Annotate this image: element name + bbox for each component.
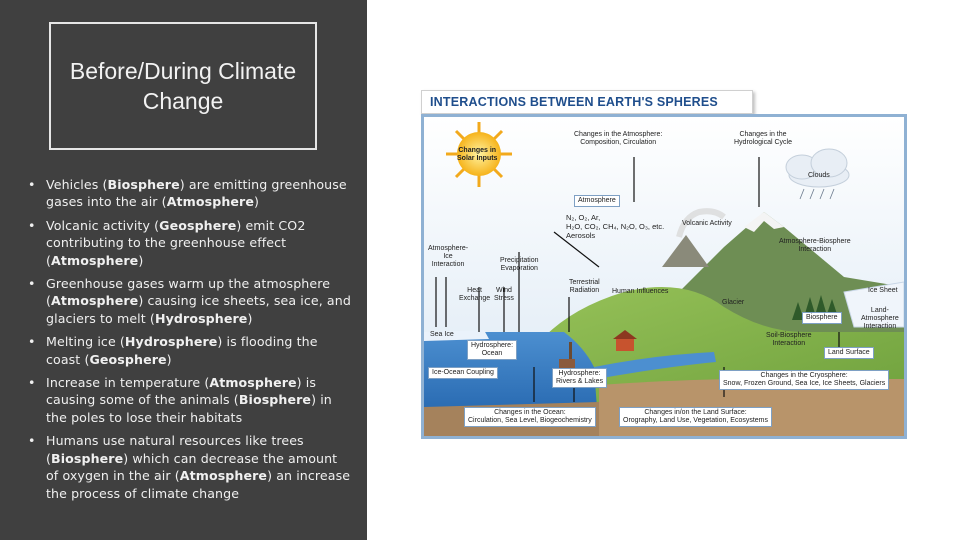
sea-ice-shape xyxy=(424,330,489,341)
bullet-text-run: Greenhouse gases warm up the atmosphere … xyxy=(46,276,331,309)
title-box: Before/During Climate Change xyxy=(49,22,317,150)
bullet-item: Increase in temperature (Atmosphere) is … xyxy=(28,374,353,426)
bullet-sphere-term: Hydrosphere xyxy=(124,334,218,350)
label-glacier: Glacier xyxy=(722,299,745,306)
bullet-sphere-term: Atmosphere xyxy=(209,375,297,391)
ice-sheet-shape xyxy=(843,281,904,328)
house-icon xyxy=(613,330,637,351)
bullet-item: Vehicles (Biosphere) are emitting greenh… xyxy=(28,176,353,211)
slide-title: Before/During Climate Change xyxy=(69,58,297,114)
bullet-text-run: ) are emitting greenhouse gases into the… xyxy=(46,177,347,210)
river xyxy=(594,352,716,379)
bullet-item: Volcanic activity (Geosphere) emit CO2 c… xyxy=(28,217,353,269)
cloud-icon xyxy=(785,148,850,188)
bullet-text-run: ) an increase the process of climate cha… xyxy=(46,468,351,501)
label-biosphere: Biosphere xyxy=(802,312,842,324)
label-ocean-changes: Changes in the Ocean:Circulation, Sea Le… xyxy=(464,407,596,427)
bullet-list: Vehicles (Biosphere) are emitting greenh… xyxy=(28,176,353,508)
sun-icon xyxy=(446,122,512,187)
bullet-sphere-term: Geosphere xyxy=(89,351,167,367)
bullet-text-run: Increase in temperature ( xyxy=(46,375,210,391)
bullet-text-run: ) causing ice sheets, sea ice, and glaci… xyxy=(46,293,351,326)
bullet-text-run: Melting ice ( xyxy=(46,334,125,350)
bullet-text-run: ) is causing some of the animals ( xyxy=(46,375,317,408)
label-land-surface: Land Surface xyxy=(824,347,874,359)
bullet-item: Melting ice (Hydrosphere) is flooding th… xyxy=(28,333,353,368)
label-clouds: Clouds xyxy=(808,172,830,179)
bullet-text-run: ) is flooding the coast ( xyxy=(46,334,318,367)
bullet-sphere-term: Atmosphere xyxy=(179,468,268,484)
bullet-text-run: ) xyxy=(138,252,144,268)
label-changes-atmosphere: Changes in the Atmosphere:Composition, C… xyxy=(574,131,663,146)
earth-spheres-figure: INTERACTIONS BETWEEN EARTH'S SPHERES xyxy=(421,90,911,440)
figure-header: INTERACTIONS BETWEEN EARTH'S SPHERES xyxy=(421,90,753,114)
bullet-item: Greenhouse gases warm up the atmosphere … xyxy=(28,275,353,327)
bullet-sphere-term: Biosphere xyxy=(51,450,124,466)
bullet-sphere-term: Atmosphere xyxy=(51,293,139,309)
bullet-text-run: ) xyxy=(166,351,172,367)
volcano xyxy=(662,235,709,267)
label-land-changes: Changes in/on the Land Surface:Orography… xyxy=(619,407,773,427)
bullet-text-run: ) which can decrease the amount of oxyge… xyxy=(46,450,338,484)
bullet-text-run: Humans use natural resources like trees … xyxy=(46,433,304,466)
bullet-text-run: Vehicles ( xyxy=(46,177,108,192)
label-hydrosphere-rivers: Hydrosphere:Rivers & Lakes xyxy=(552,368,608,388)
bullet-sphere-term: Biosphere xyxy=(238,392,312,408)
label-cryosphere-changes: Changes in the Cryosphere:Snow, Frozen G… xyxy=(719,370,890,390)
label-ice-sheet: Ice Sheet xyxy=(868,287,898,294)
snow-cap xyxy=(744,212,784,232)
figure-illustration: Changes in the Atmosphere:Composition, C… xyxy=(421,114,907,439)
bullet-sphere-term: Hydrosphere xyxy=(154,310,248,326)
volcanic-plume xyxy=(676,208,726,238)
left-panel: Before/During Climate Change Vehicles (B… xyxy=(0,0,367,540)
bullet-text-run: Volcanic activity ( xyxy=(46,217,160,233)
bullet-item: Humans use natural resources like trees … xyxy=(28,432,353,502)
bullet-sphere-term: Atmosphere xyxy=(51,252,139,268)
figure-header-text: INTERACTIONS BETWEEN EARTH'S SPHERES xyxy=(430,95,718,109)
bullet-text-run: ) in the poles to lose their habitats xyxy=(46,392,332,425)
label-ice-ocean-coupling: Ice-Ocean Coupling xyxy=(428,367,498,379)
bullet-text-run: ) xyxy=(247,310,253,326)
bullet-text-run: ) xyxy=(254,194,260,210)
bullet-sphere-term: Biosphere xyxy=(107,177,180,192)
factory-icon xyxy=(559,342,575,369)
label-gases: N₂, O₂, Ar,H₂O, CO₂, CH₄, N₂O, O₃, etc.A… xyxy=(566,213,665,240)
label-human-influences: Human Influences xyxy=(612,288,669,295)
label-atmosphere: Atmosphere xyxy=(574,195,620,207)
label-volcanic-activity: Volcanic Activity xyxy=(682,220,732,227)
bullet-text-run: ) emit CO2 contributing to the greenhous… xyxy=(46,217,306,268)
bullet-sphere-term: Geosphere xyxy=(159,217,237,233)
rain-icon xyxy=(799,188,835,200)
label-sea-ice: Sea Ice xyxy=(430,331,454,338)
label-hydrosphere-ocean: Hydrosphere:Ocean xyxy=(467,340,518,360)
bullet-sphere-term: Atmosphere xyxy=(166,194,255,210)
